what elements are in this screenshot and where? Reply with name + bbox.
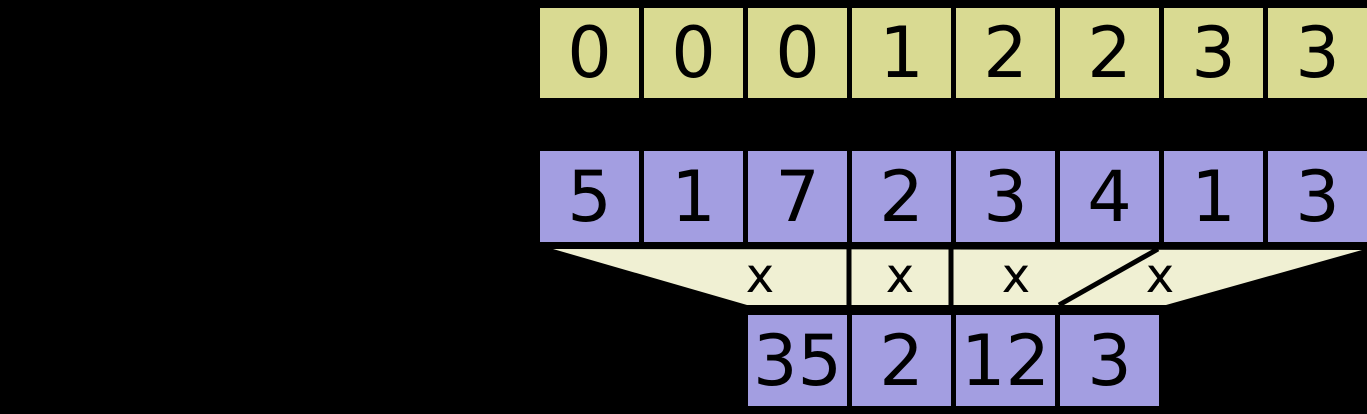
flag-cell: 0 [743, 3, 852, 103]
result-cell: 35 [743, 310, 852, 411]
value-cell: 3 [1263, 146, 1367, 247]
result-cell: 12 [951, 310, 1060, 411]
funnel-shape [553, 249, 1362, 305]
flag-cell: 3 [1159, 3, 1268, 103]
flag-cell: 2 [1055, 3, 1164, 103]
value-cell: 4 [1055, 146, 1164, 247]
value-cell: 7 [743, 146, 852, 247]
value-cell: 3 [951, 146, 1060, 247]
value-cell: 1 [639, 146, 748, 247]
input-values-row: 5 1 7 2 3 4 1 3 [535, 146, 1367, 247]
segment-flags-row: 0 0 0 1 2 2 3 3 [535, 3, 1367, 103]
multiply-operator: x [886, 248, 914, 304]
value-cell: 5 [535, 146, 644, 247]
multiply-operator: x [1002, 248, 1030, 304]
result-cell: 3 [1055, 310, 1164, 411]
multiply-operator: x [1146, 248, 1174, 304]
flag-cell: 0 [639, 3, 748, 103]
segment-results-row: 35 2 12 3 [743, 310, 1164, 411]
flag-cell: 3 [1263, 3, 1367, 103]
flag-cell: 2 [951, 3, 1060, 103]
multiply-operator: x [746, 248, 774, 304]
value-cell: 1 [1159, 146, 1268, 247]
value-cell: 2 [847, 146, 956, 247]
funnel-divider-diagonal [1057, 246, 1160, 308]
result-cell: 2 [847, 310, 956, 411]
flag-cell: 0 [535, 3, 644, 103]
flag-cell: 1 [847, 3, 956, 103]
